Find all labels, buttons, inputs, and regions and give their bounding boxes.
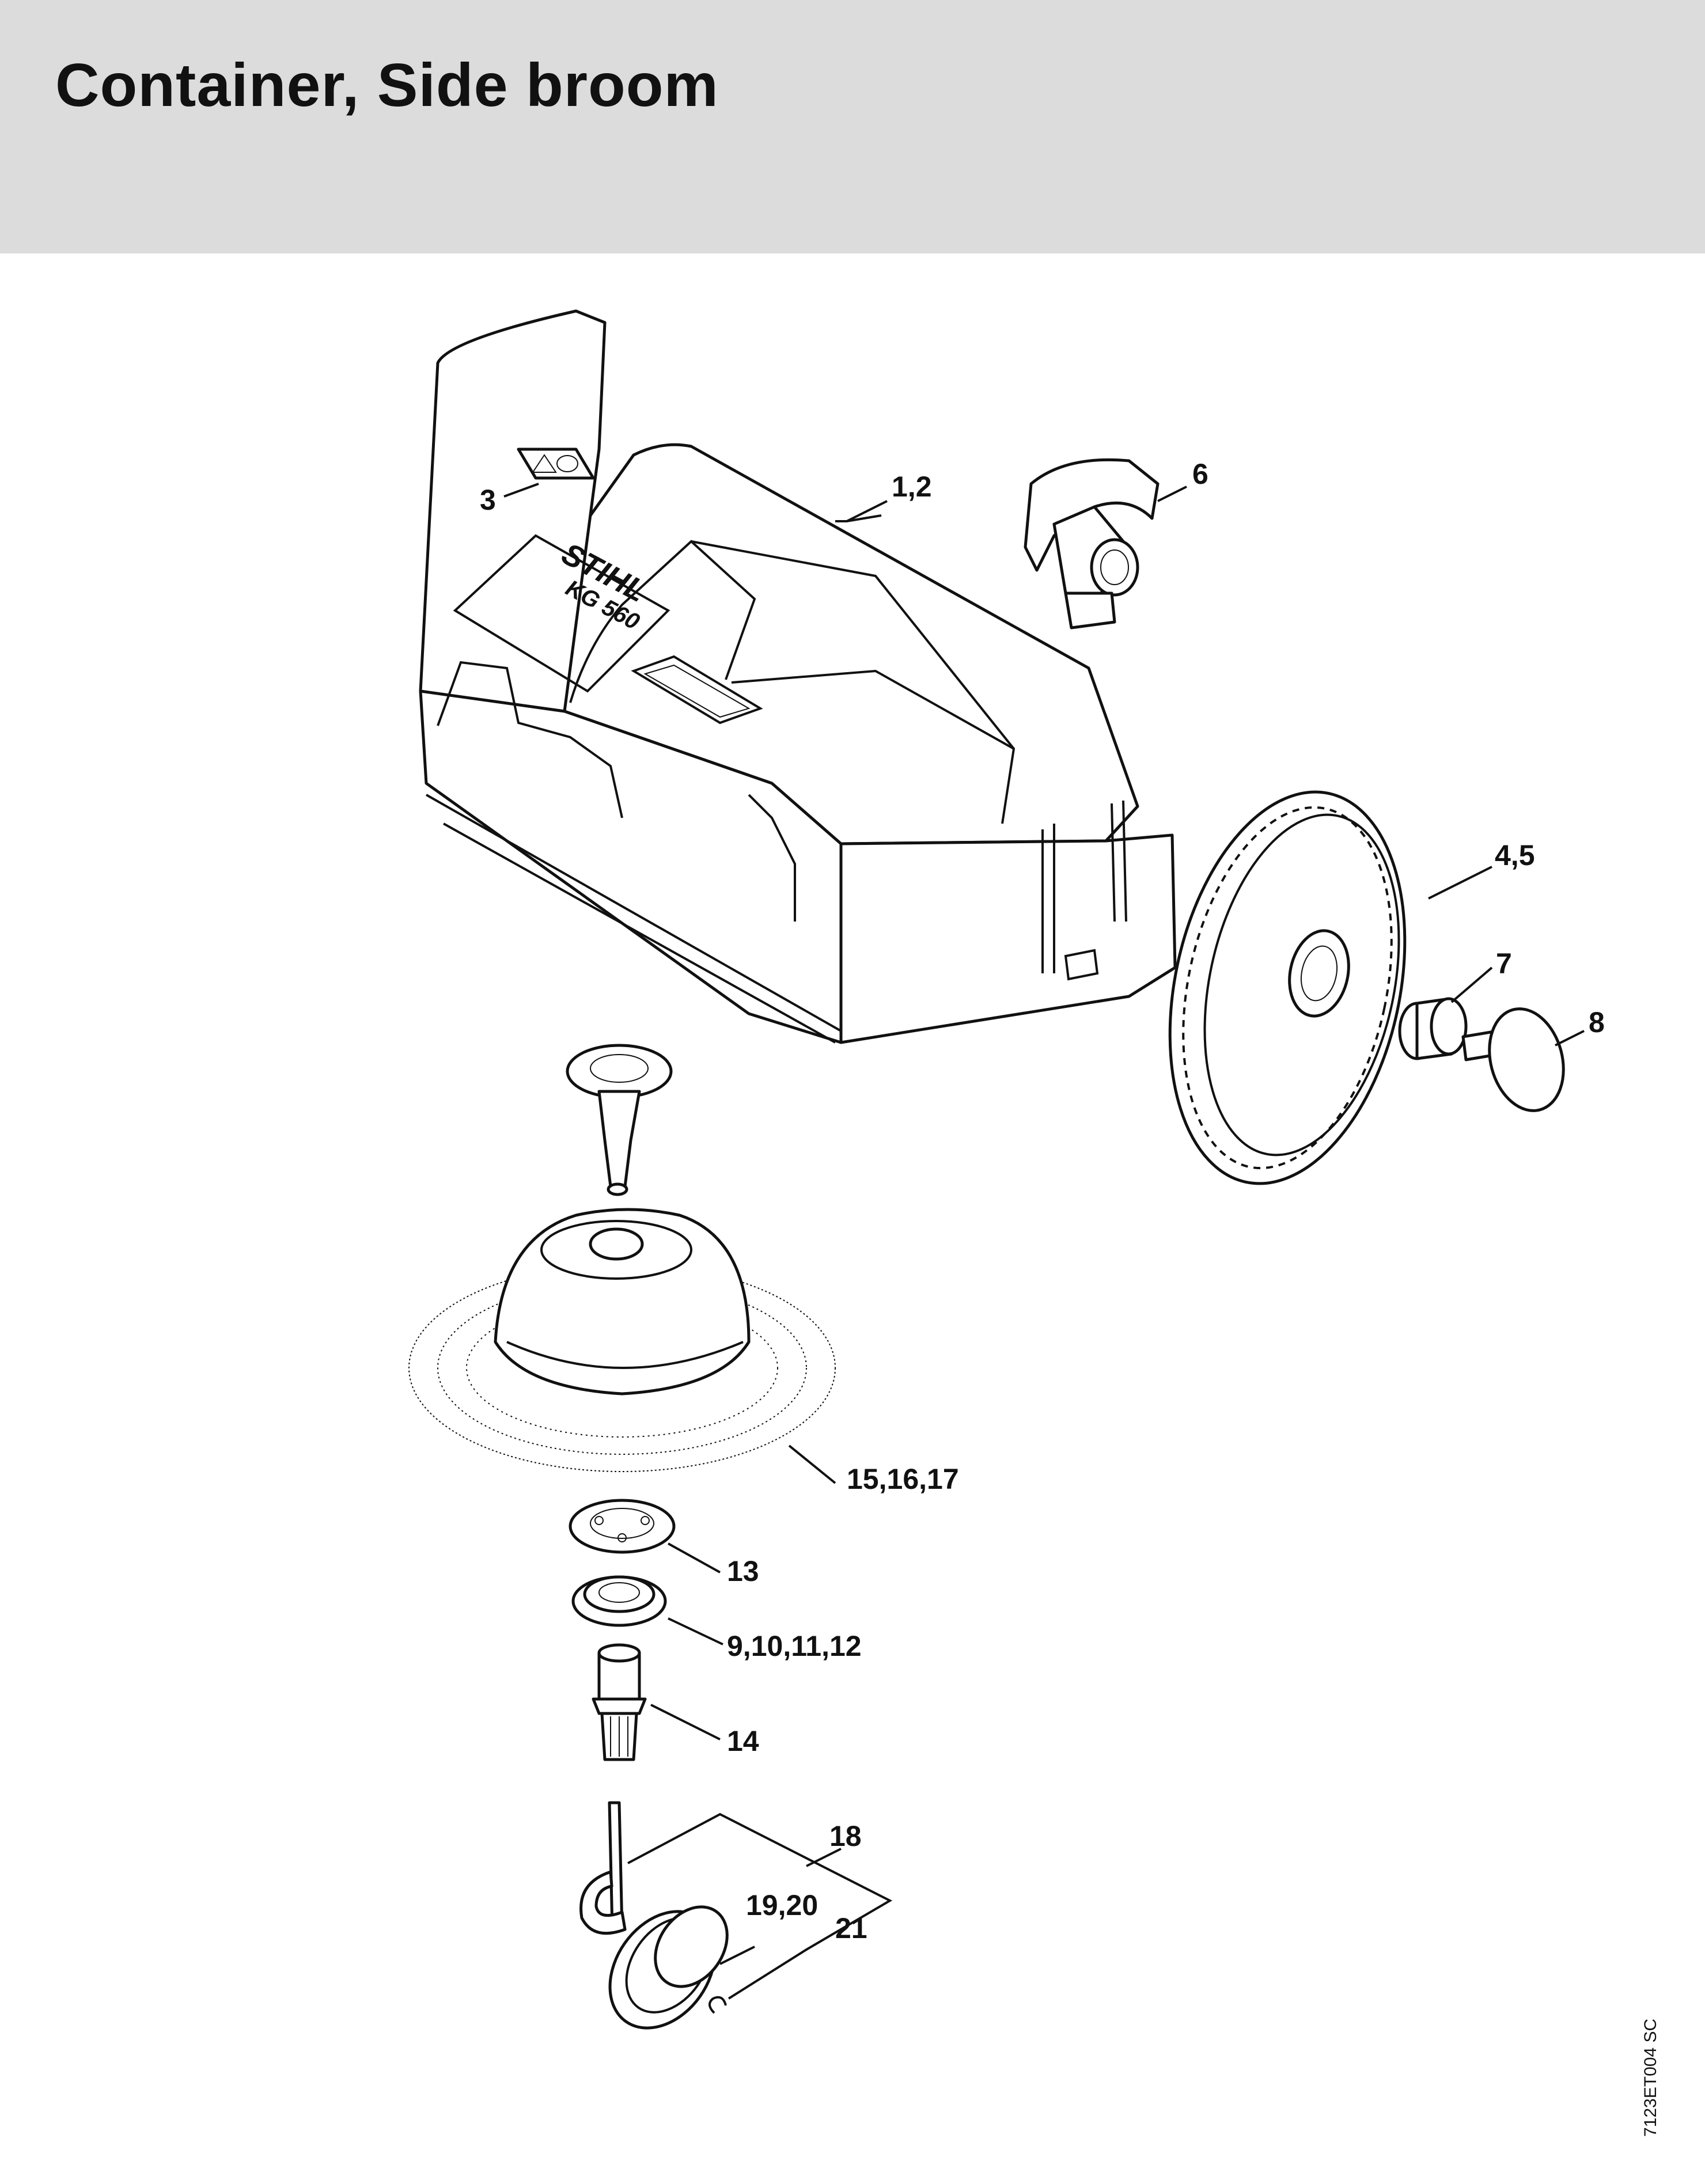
pin-part[interactable] (579, 1801, 627, 1935)
callout-7: 7 (1496, 947, 1512, 980)
callout-15-16-17: 15,16,17 (847, 1463, 959, 1495)
document-code: 7123ET004 SC (1641, 2019, 1660, 2137)
coupling-part[interactable] (592, 1643, 647, 1761)
nut-part[interactable] (588, 1891, 742, 2048)
callout-8: 8 (1589, 1006, 1605, 1038)
callout-19-20: 19,20 (746, 1889, 818, 1921)
callout-6: 6 (1192, 458, 1208, 490)
clip-part[interactable] (708, 1996, 727, 2014)
ring-part[interactable] (571, 1575, 667, 1627)
container-part[interactable] (419, 309, 1177, 1044)
warning-label-part[interactable] (517, 448, 595, 480)
wheel-part[interactable] (1136, 770, 1439, 1205)
side-broom-part[interactable] (408, 1208, 836, 1472)
header-bar: Container, Side broom (0, 0, 1705, 253)
callout-13: 13 (727, 1555, 759, 1587)
leader-lines (503, 483, 1585, 2000)
drive-shaft-part[interactable] (566, 1044, 673, 1196)
callout-3: 3 (480, 484, 496, 516)
callout-21: 21 (835, 1912, 867, 1944)
disc-part[interactable] (569, 1499, 676, 1554)
bushing-part[interactable] (1398, 997, 1468, 1060)
callout-1-2: 1,2 (892, 471, 932, 503)
hub-cap-part[interactable] (1461, 1000, 1574, 1119)
callout-9-10-11-12: 9,10,11,12 (727, 1630, 862, 1662)
callout-labels: 1,2 3 6 4,5 7 8 15,16,17 13 9,10,11,12 1… (480, 458, 1605, 1944)
page-title: Container, Side broom (55, 51, 719, 119)
bracket-part[interactable] (1024, 458, 1160, 630)
callout-4-5: 4,5 (1495, 839, 1535, 871)
callout-18: 18 (829, 1820, 862, 1852)
callout-14: 14 (727, 1725, 759, 1757)
